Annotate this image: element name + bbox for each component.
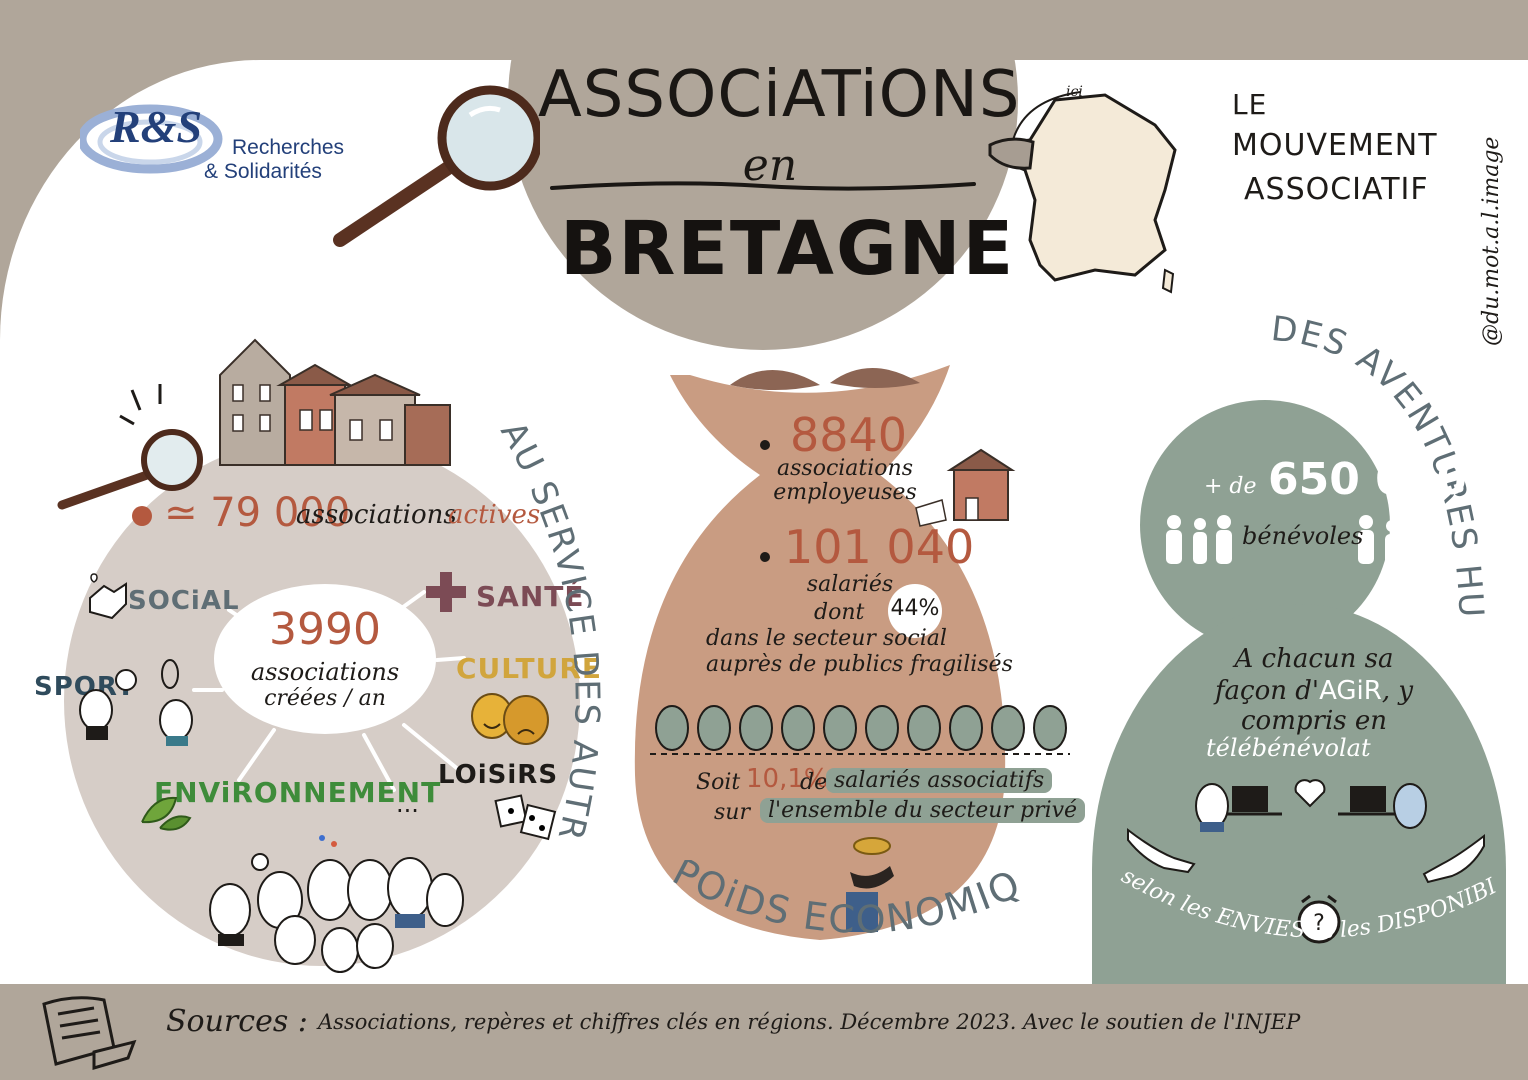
map-pointer-label: ici — [1066, 84, 1083, 100]
employees-label: salariés — [806, 572, 894, 597]
category-sante: SANTÉ — [476, 580, 585, 613]
rs-name-line1: Recherches — [232, 136, 345, 159]
created-associations-oval — [214, 584, 436, 734]
act-line1: A chacun sa — [1234, 644, 1394, 674]
right-hand-icon — [1422, 833, 1485, 884]
sources-label: Sources : — [166, 1004, 308, 1039]
act-line4: télébénévolat — [1206, 734, 1371, 762]
mouvement-logo-line1: LE — [1232, 88, 1268, 121]
ratio-prefix2: sur — [714, 800, 750, 825]
svg-text:@du.mot.a.l.image: @du.mot.a.l.image — [1479, 137, 1504, 346]
dice-icon — [494, 794, 557, 841]
ratio-mid: de — [800, 770, 828, 795]
volunteers-silhouettes-icon — [1166, 515, 1422, 564]
category-loisirs: LOiSiRS — [438, 760, 559, 790]
volunteers-value: 650 000 — [1268, 454, 1468, 505]
employees-value: 101 040 — [784, 520, 975, 574]
mouvement-logo-line2: MOUVEMENT — [1232, 128, 1438, 163]
health-cross-icon — [426, 572, 466, 612]
rs-mark: R&S — [110, 101, 203, 152]
document-scroll-icon — [42, 996, 137, 1071]
volunteers-label: bénévoles — [1242, 522, 1364, 550]
title-underline — [550, 181, 976, 191]
category-environnement: ENViRONNEMENT — [154, 776, 442, 809]
category-social: SOCiAL — [128, 586, 240, 616]
mouvement-logo-line3: ASSOCIATIF — [1244, 172, 1429, 207]
share-badge — [888, 584, 942, 638]
title-connector: en — [742, 140, 798, 191]
author-credit: @du.mot.a.l.image — [1479, 137, 1504, 346]
buildings-icon — [219, 338, 451, 466]
sources-footer-band — [0, 984, 1528, 1080]
created-associations-label2: créées / an — [264, 686, 386, 711]
theatre-masks-icon — [471, 693, 549, 745]
total-associations-value: ≃ 79 000 — [164, 490, 351, 536]
bullet-dot — [132, 506, 152, 526]
svg-text:POiDS ECONOMIQUE: POiDS ECONOMIQUE — [660, 860, 1028, 942]
house-contract-icon — [915, 448, 1016, 527]
ratio-label2: l'ensemble du secteur privé — [760, 798, 1086, 823]
left-section-heading: AU SERVICE DES AUTRES — [470, 420, 607, 840]
region-title: BRETAGNE — [560, 206, 1016, 292]
handshake-icon — [89, 573, 127, 620]
rs-name-line2: & Solidarités — [204, 160, 322, 183]
right-section-curved-caption: selon les ENVIES et les DISPONIBILITÉS — [1110, 850, 1502, 944]
svg-text:?: ? — [1313, 911, 1325, 936]
share-line2: auprès de publics fragilisés — [706, 652, 1013, 677]
sources-text: Associations, repères et chiffres clés e… — [318, 1010, 1301, 1034]
magnifier-icon — [333, 85, 540, 247]
ratio-value: 10,1% — [746, 764, 829, 794]
total-associations-suffix: actives — [448, 500, 541, 530]
money-bag-shape — [634, 365, 1006, 940]
employers-label2: employeuses — [773, 480, 917, 505]
svg-text:AU SERVICE DES AUTRES: AU SERVICE DES AUTRES — [470, 420, 607, 840]
category-more: ... — [396, 790, 419, 818]
ratio-prefix: Soit — [696, 770, 741, 795]
bullet-dot — [760, 440, 770, 450]
share-value: 44% — [890, 596, 940, 621]
page-title: ASSOCiATiONS — [538, 58, 1021, 132]
employers-label1: associations — [777, 456, 913, 481]
middle-section-heading: POiDS ECONOMIQUE — [660, 860, 1028, 942]
employees-row-icon — [650, 705, 1070, 755]
bullet-dot — [760, 552, 770, 562]
sport-characters-icon — [79, 659, 193, 746]
rs-logo-icon — [80, 104, 223, 174]
total-associations-label: associations — [296, 500, 457, 530]
right-section-heading: DES AVENTURES HUMAiNES — [1250, 290, 1489, 620]
alarm-clock-icon: ? — [1297, 894, 1341, 944]
category-culture: CULTURE — [456, 652, 603, 685]
france-map-icon — [988, 91, 1177, 294]
volunteers-prefix: + de — [1204, 474, 1257, 499]
created-associations-value: 3990 — [269, 604, 381, 655]
remote-volunteering-icon — [1195, 779, 1427, 832]
act-line2-c: , y — [1381, 676, 1414, 706]
created-associations-label1: associations — [250, 658, 400, 686]
crowd-characters-icon — [209, 835, 464, 973]
share-line1: dans le secteur social — [706, 626, 947, 651]
leaves-icon — [141, 796, 192, 831]
coin-hand-icon — [846, 837, 894, 932]
ratio-label1: salariés associatifs — [826, 768, 1053, 793]
share-intro: dont — [814, 600, 865, 625]
act-line2-a: façon d' — [1214, 676, 1320, 706]
left-hand-icon — [1127, 827, 1196, 874]
magnifier-small-icon — [57, 384, 203, 510]
svg-text:selon les ENVIES et les DISPON: selon les ENVIES et les DISPONIBILITÉS — [1110, 850, 1502, 944]
act-line3: compris en — [1241, 706, 1387, 736]
act-line2-b: AGiR — [1319, 676, 1382, 706]
employers-value: 8840 — [790, 408, 908, 462]
